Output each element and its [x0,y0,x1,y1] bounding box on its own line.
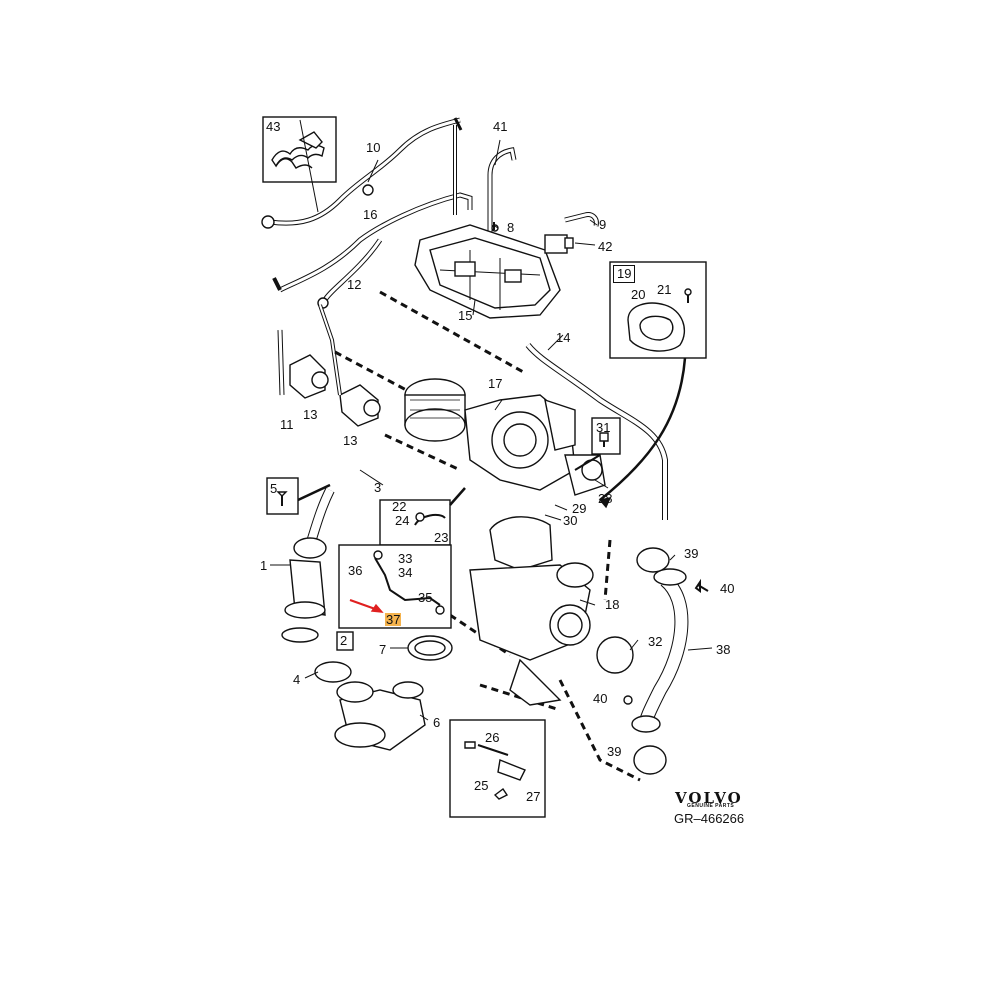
dashed-connectors [334,290,641,782]
solenoid-42 [544,234,574,254]
detail-box-19 [609,261,707,359]
part-label-13-right: 13 [343,433,358,448]
part-label-5: 5 [270,481,278,496]
part-label-17: 17 [488,376,503,391]
part-label-39-top: 39 [684,546,699,561]
seal-32 [596,636,634,674]
part-label-31: 31 [596,420,611,435]
part-label-30: 30 [563,513,578,528]
part-label-18: 18 [605,597,620,612]
bolt-40-bottom [623,695,633,705]
part-label-22: 22 [392,499,407,514]
elbow-6 [334,681,426,751]
part-label-15: 15 [458,308,473,323]
part-label-28: 28 [598,491,613,506]
part-label-27: 27 [526,789,541,804]
hose-41 [487,147,599,235]
part-label-24: 24 [395,513,410,528]
arrow-22 [449,487,466,506]
part-label-39-bottom: 39 [607,744,622,759]
volvo-logo: VOLVO [675,789,743,807]
part-label-20: 20 [631,287,646,302]
detail-box-31 [591,417,621,455]
part-label-35: 35 [418,590,433,605]
part-label-23: 23 [434,530,449,545]
part-label-32: 32 [648,634,663,649]
part-label-6: 6 [433,715,441,730]
part-label-2: 2 [340,633,348,648]
part-label-11: 11 [280,417,294,432]
arrow-19 [599,357,687,501]
pipe-38 [631,568,689,733]
part-label-34: 34 [398,565,413,580]
turbocharger-17 [404,378,606,496]
detail-box-43 [262,116,337,183]
part-label-37-highlighted: 37 [385,612,402,627]
turbo-lower-18 [469,516,594,706]
detail-box-2 [336,631,354,651]
part-label-8: 8 [507,220,515,235]
detail-box-5 [266,477,299,515]
part-label-43: 43 [266,119,281,134]
part-label-16: 16 [363,207,378,222]
arrow-31 [574,454,601,471]
part-label-12: 12 [347,277,362,292]
part-label-3: 3 [374,480,382,495]
valve-13-right [318,304,381,427]
intake-pipe-1 [281,487,335,643]
part-label-19: 19 [613,265,636,284]
control-unit-15 [414,222,561,319]
part-label-10: 10 [366,140,381,155]
part-label-38: 38 [716,642,731,657]
part-label-40-top: 40 [720,581,735,596]
part-label-42: 42 [598,239,613,254]
arrow-5 [297,483,331,502]
detail-box-22-24 [379,499,451,546]
part-label-21: 21 [657,282,672,297]
part-label-41: 41 [493,119,508,134]
seal-39-top [636,547,670,573]
part-label-14: 14 [556,330,571,345]
seal-4 [314,661,352,683]
volvo-logo-tagline: GENUINE PARTS [687,803,735,809]
part-label-4: 4 [293,672,301,687]
bolt-40-top [694,578,709,593]
part-label-9: 9 [599,217,607,232]
part-label-33: 33 [398,551,413,566]
part-label-7: 7 [379,642,387,657]
clamp-7 [407,635,453,661]
part-label-29: 29 [572,501,587,516]
detail-box-25-27 [449,719,546,818]
hose-14 [525,343,668,520]
valve-13-left [277,329,329,399]
part-label-13-left: 13 [303,407,318,422]
seal-39-bottom [633,745,667,775]
part-label-1: 1 [260,558,268,573]
part-label-25: 25 [474,778,489,793]
drawing-code: GR–466266 [674,811,745,826]
part-label-36: 36 [348,563,363,578]
part-label-40-bottom: 40 [593,691,608,706]
leader-lines [270,139,713,721]
part-label-26: 26 [485,730,500,745]
